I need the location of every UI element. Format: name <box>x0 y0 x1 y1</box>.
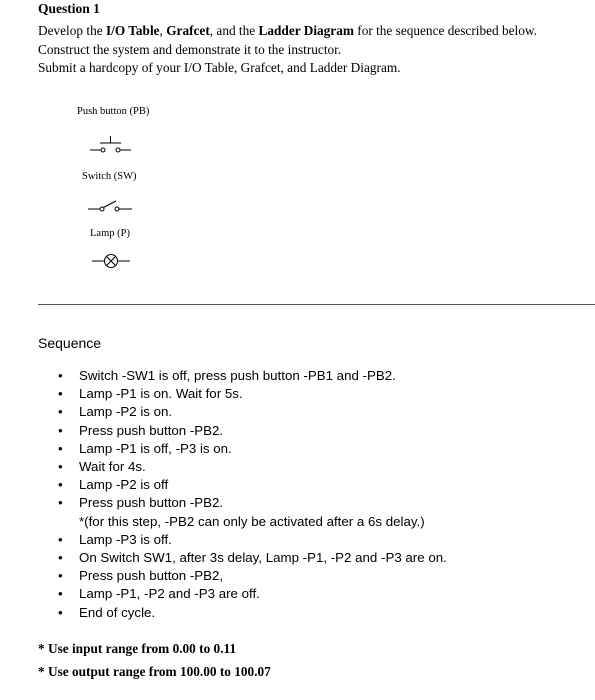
list-item: • Wait for 4s. <box>55 458 447 476</box>
list-item: • Lamp -P3 is off. <box>55 531 447 549</box>
list-item-text: Switch -SW1 is off, press push button -P… <box>79 368 396 383</box>
list-item: • Press push button -PB2, <box>55 567 447 585</box>
list-item: • Lamp -P1 is on. Wait for 5s. <box>55 385 447 403</box>
list-item: • End of cycle. <box>55 604 447 622</box>
list-item: • Lamp -P1 is off, -P3 is on. <box>55 440 447 458</box>
list-item-text: Lamp -P1 is off, -P3 is on. <box>79 440 232 456</box>
bullet-icon: • <box>58 386 63 402</box>
output-range-footnote: * Use output range from 100.00 to 100.07 <box>38 664 271 679</box>
input-range-footnote: * Use input range from 0.00 to 0.11 <box>38 641 237 656</box>
list-item-text: Lamp -P2 is on. <box>79 404 173 420</box>
bullet-icon: • <box>58 550 63 566</box>
intro-line-1-part-4: for the sequence described below. <box>353 23 537 38</box>
intro-line-3: Submit a hardcopy of your I/O Table, Gra… <box>38 60 401 75</box>
list-item-text: Lamp -P3 is off. <box>79 531 172 547</box>
bullet-icon: • <box>58 422 63 438</box>
delay-note: *(for this step, -PB2 can only be activa… <box>79 513 425 529</box>
lamp-label: Lamp (P) <box>90 228 130 239</box>
bullet-icon: • <box>58 495 63 511</box>
list-item-text: On Switch SW1, after 3s delay, Lamp -P1,… <box>79 550 447 566</box>
switch-symbol-icon <box>88 200 132 212</box>
list-item-text: Press push button -PB2. <box>79 495 224 511</box>
bullet-icon: • <box>58 568 63 584</box>
intro-line-2: Construct the system and demonstrate it … <box>38 41 342 57</box>
intro-line-1: Develop the I/O Table, Grafcet, and the … <box>38 22 588 41</box>
list-item-text: Lamp -P2 is off <box>79 477 169 493</box>
list-item-note: *(for this step, -PB2 can only be activa… <box>55 513 447 531</box>
bullet-icon: • <box>58 368 63 383</box>
switch-label: Switch (SW) <box>82 171 137 182</box>
bullet-icon: • <box>58 440 63 456</box>
question-title: Question 1 <box>38 1 100 16</box>
sequence-list: • Switch -SW1 is off, press push button -… <box>55 367 447 622</box>
push-button-symbol-icon <box>90 136 131 153</box>
list-item: • Press push button -PB2. <box>55 422 447 440</box>
intro-ladder-diagram: Ladder Diagram <box>258 23 354 38</box>
push-button-label: Push button (PB) <box>77 106 150 117</box>
intro-line-1-part-3: , and the <box>209 23 259 38</box>
list-item-text: Press push button -PB2. <box>79 422 224 438</box>
list-item: • On Switch SW1, after 3s delay, Lamp -P1… <box>55 549 447 567</box>
list-item: • Lamp -P1, -P2 and -P3 are off. <box>55 585 447 603</box>
bullet-icon: • <box>58 459 63 475</box>
intro-line-1-part-2: , <box>159 23 167 38</box>
intro-line-1-part-1: Develop the <box>38 23 106 38</box>
list-item-text: End of cycle. <box>79 604 156 620</box>
list-item-text: Lamp -P1, -P2 and -P3 are off. <box>79 586 260 602</box>
list-item: • Lamp -P2 is off <box>55 476 447 494</box>
list-item: • Lamp -P2 is on. <box>55 403 447 421</box>
list-item: • Switch -SW1 is off, press push button -… <box>55 367 447 385</box>
list-item: • Press push button -PB2. <box>55 494 447 512</box>
list-item-text: Wait for 4s. <box>79 459 146 475</box>
intro-grafcet: Grafcet <box>166 23 210 38</box>
intro-io-table: I/O Table <box>105 23 160 38</box>
bullet-icon: • <box>58 604 63 620</box>
sequence-heading: Sequence <box>38 335 102 351</box>
lamp-symbol-icon <box>92 254 130 268</box>
bullet-icon: • <box>58 404 63 420</box>
bullet-icon: • <box>58 477 63 493</box>
section-divider <box>38 304 595 305</box>
bullet-icon: • <box>58 586 63 602</box>
bullet-icon: • <box>58 531 63 547</box>
intro-text: Develop the I/O Table, Grafcet, and the … <box>38 22 588 78</box>
list-item-text: Press push button -PB2, <box>79 568 224 584</box>
list-item-text: Lamp -P1 is on. Wait for 5s. <box>79 386 243 402</box>
